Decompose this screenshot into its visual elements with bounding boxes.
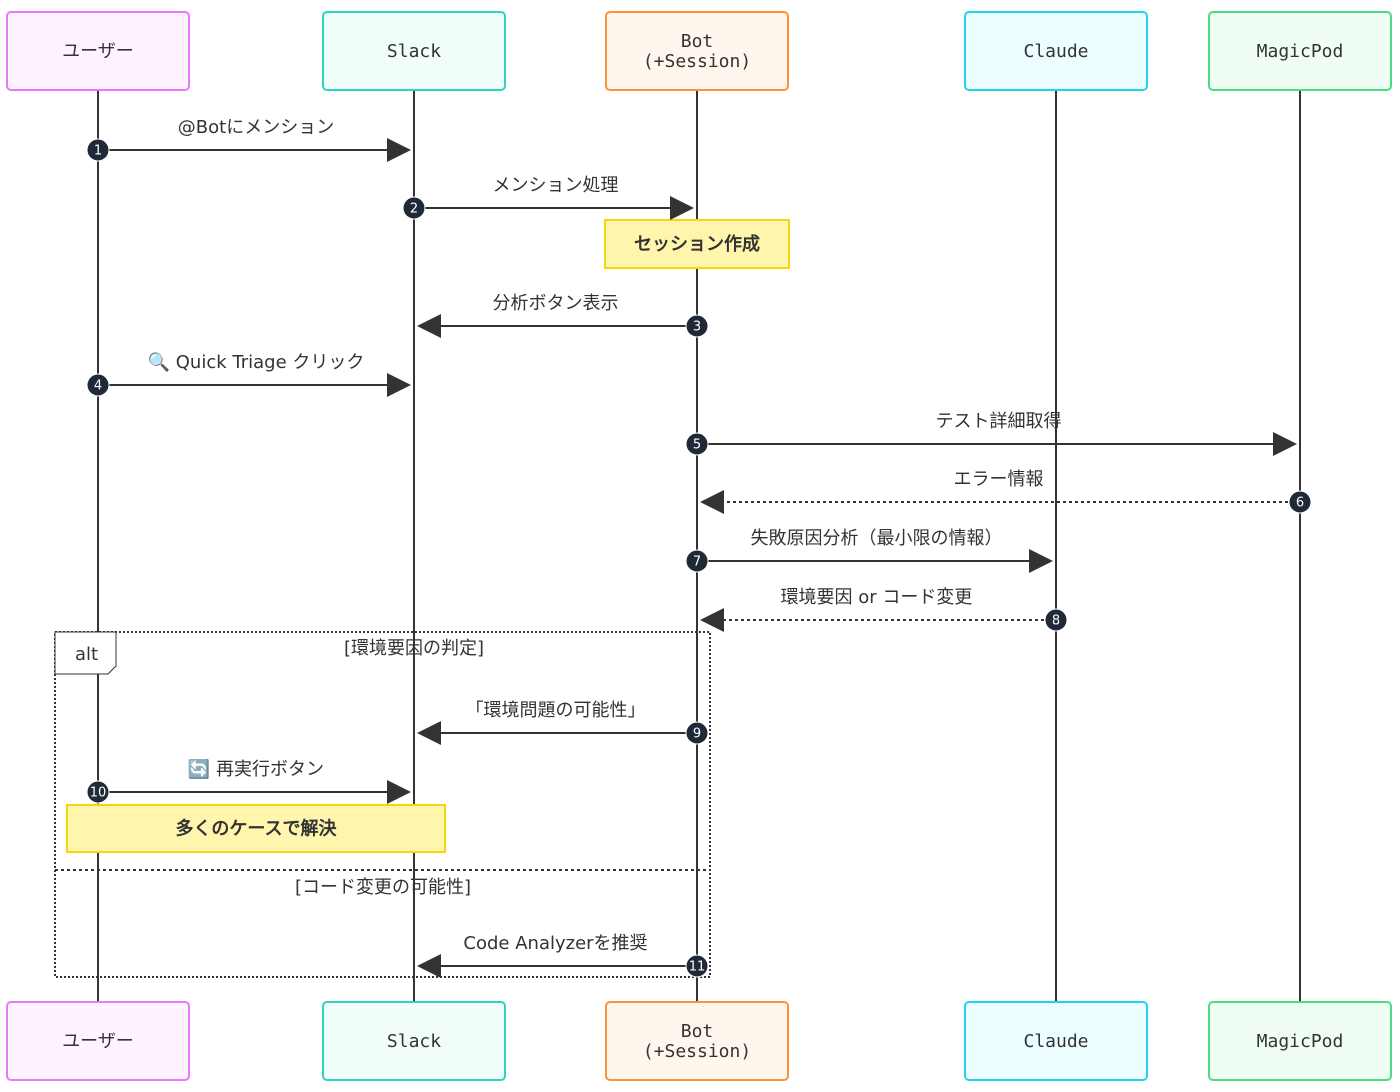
message-2: メンション処理 2 — [402, 175, 694, 220]
message-4: 🔍 Quick Triage クリック 4 — [86, 350, 411, 397]
sequence-number: 11 — [689, 960, 706, 975]
message-10: 🔄 再実行ボタン 10 — [86, 758, 411, 804]
sequence-number: 5 — [693, 438, 701, 453]
note-label: セッション作成 — [634, 233, 760, 255]
actor-claude-bottom: Claude — [964, 1001, 1148, 1081]
message-label: Code Analyzerを推奨 — [463, 933, 647, 954]
sequence-number: 6 — [1296, 496, 1304, 511]
actor-slack-bottom: Slack — [322, 1001, 506, 1081]
actor-label: ユーザー — [62, 41, 134, 62]
actor-box — [322, 1001, 506, 1081]
actor-label: Slack — [387, 1031, 441, 1052]
alt-tab — [54, 631, 117, 675]
actor-label: (+Session) — [643, 51, 751, 72]
message-3: 分析ボタン表示 3 — [417, 293, 709, 338]
actor-slack-top: Slack — [322, 11, 506, 91]
alt-condition-2: [コード変更の可能性] — [295, 877, 471, 898]
message-label: 失敗原因分析（最小限の情報） — [751, 528, 1003, 549]
sequence-number: 7 — [693, 555, 701, 570]
actor-label: Bot — [681, 31, 714, 52]
actor-label: Claude — [1023, 1031, 1088, 1052]
actor-label: MagicPod — [1257, 1031, 1344, 1052]
message-label: 「環境問題の可能性」 — [466, 700, 646, 721]
sequence-number-badge — [86, 138, 110, 162]
sequence-number: 4 — [94, 379, 102, 394]
actor-box — [964, 1001, 1148, 1081]
actor-box — [1208, 11, 1392, 91]
message-7: 失敗原因分析（最小限の情報） 7 — [685, 528, 1053, 573]
message-label: テスト詳細取得 — [936, 411, 1062, 432]
message-label: 環境要因 or コード変更 — [781, 587, 973, 608]
actor-magicpod-bottom: MagicPod — [1208, 1001, 1392, 1081]
actor-bot-top: Bot(+Session) — [605, 11, 789, 91]
message-label: 🔍 Quick Triage クリック — [148, 350, 365, 373]
actor-box — [964, 11, 1148, 91]
message-label: 🔄 再実行ボタン — [188, 758, 324, 780]
actor-label: Bot — [681, 1021, 714, 1042]
actor-box — [322, 11, 506, 91]
actor-bot-bottom: Bot(+Session) — [605, 1001, 789, 1081]
sequence-number-badge — [685, 954, 709, 978]
alt-frame: alt [環境要因の判定] [コード変更の可能性] — [54, 631, 711, 978]
actor-magicpod-top: MagicPod — [1208, 11, 1392, 91]
actor-box — [6, 1001, 190, 1081]
message-11: Code Analyzerを推奨 11 — [417, 933, 709, 978]
alt-label: alt — [75, 644, 98, 665]
note-2: 多くのケースで解決 — [66, 804, 446, 853]
sequence-number: 9 — [693, 727, 701, 742]
sequence-number-badge — [685, 549, 709, 573]
sequence-number-badge — [685, 314, 709, 338]
message-label: エラー情報 — [954, 469, 1044, 490]
actor-box — [1208, 1001, 1392, 1081]
sequence-number-badge — [1044, 608, 1068, 632]
actor-label: Claude — [1023, 41, 1088, 62]
note-1: セッション作成 — [604, 219, 790, 269]
message-8: 環境要因 or コード変更 8 — [700, 587, 1068, 632]
note-box — [66, 804, 446, 853]
sequence-number-badge — [1288, 490, 1312, 514]
sequence-number-badge — [86, 780, 110, 804]
sequence-number-badge — [685, 721, 709, 745]
note-label: 多くのケースで解決 — [175, 818, 337, 840]
actor-box — [605, 11, 789, 91]
actor-label: ユーザー — [62, 1031, 134, 1052]
sequence-number: 2 — [410, 202, 418, 217]
actor-label: Slack — [387, 41, 441, 62]
actor-box — [605, 1001, 789, 1081]
actor-claude-top: Claude — [964, 11, 1148, 91]
actor-user-top: ユーザー — [6, 11, 190, 91]
message-label: @Botにメンション — [178, 117, 334, 138]
sequence-number: 1 — [94, 144, 102, 159]
message-label: メンション処理 — [493, 175, 619, 196]
sequence-number-badge — [685, 432, 709, 456]
note-box — [604, 219, 790, 269]
actor-label: MagicPod — [1257, 41, 1344, 62]
actor-label: (+Session) — [643, 1041, 751, 1062]
message-5: テスト詳細取得 5 — [685, 411, 1297, 456]
sequence-number-badge — [86, 373, 110, 397]
message-6: エラー情報 6 — [700, 469, 1312, 514]
message-9: 「環境問題の可能性」 9 — [417, 700, 709, 745]
sequence-number-badge — [402, 196, 426, 220]
sequence-number: 3 — [693, 320, 701, 335]
message-1: @Botにメンション 1 — [86, 117, 411, 162]
sequence-number: 10 — [90, 786, 107, 801]
actor-box — [6, 11, 190, 91]
alt-condition-1: [環境要因の判定] — [344, 638, 484, 659]
sequence-number: 8 — [1052, 614, 1060, 629]
actor-user-bottom: ユーザー — [6, 1001, 190, 1081]
message-label: 分析ボタン表示 — [493, 293, 619, 314]
